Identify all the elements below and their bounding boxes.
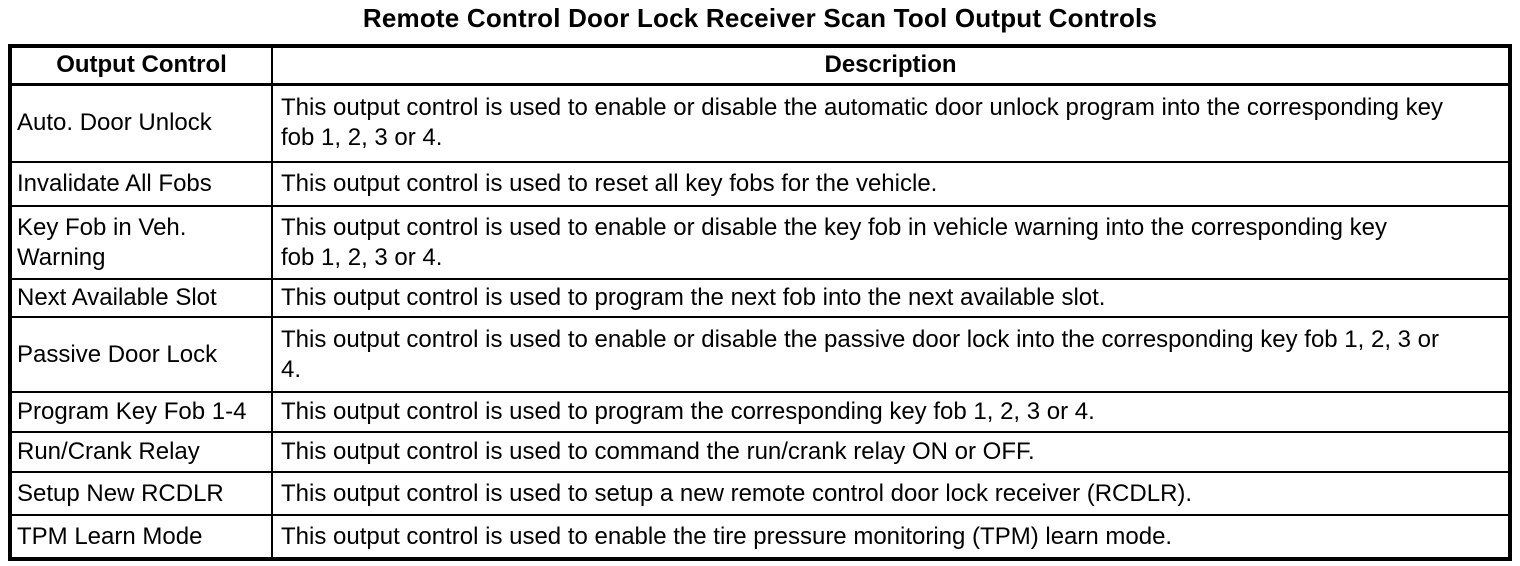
table-row: Auto. Door Unlock This output control is… xyxy=(9,83,1511,163)
output-control-cell: Invalidate All Fobs xyxy=(9,161,273,207)
table-row: TPM Learn Mode This output control is us… xyxy=(9,514,1511,560)
table-row: Program Key Fob 1-4 This output control … xyxy=(9,391,1511,433)
output-control-cell: Key Fob in Veh. Warning xyxy=(9,205,273,280)
description-cell: This output control is used to command t… xyxy=(271,431,1511,473)
output-control-cell: Next Available Slot xyxy=(9,278,273,318)
page-title: Remote Control Door Lock Receiver Scan T… xyxy=(362,3,1158,33)
output-control-cell: Passive Door Lock xyxy=(9,316,273,393)
description-cell: This output control is used to enable th… xyxy=(271,514,1511,560)
table-row: Invalidate All Fobs This output control … xyxy=(9,161,1511,207)
column-header-output-control: Output Control xyxy=(9,45,273,86)
output-control-cell: Program Key Fob 1-4 xyxy=(9,391,273,433)
output-controls-table: Output Control Description Auto. Door Un… xyxy=(8,44,1512,561)
table-row: Passive Door Lock This output control is… xyxy=(9,316,1511,393)
table-header-row: Output Control Description xyxy=(9,45,1511,86)
output-control-cell: TPM Learn Mode xyxy=(9,514,273,560)
description-cell: This output control is used to enable or… xyxy=(271,205,1511,280)
column-header-description: Description xyxy=(271,45,1511,86)
description-cell: This output control is used to setup a n… xyxy=(271,471,1511,516)
description-cell: This output control is used to enable or… xyxy=(271,83,1511,163)
table-row: Run/Crank Relay This output control is u… xyxy=(9,431,1511,473)
description-cell: This output control is used to program t… xyxy=(271,391,1511,433)
description-cell: This output control is used to program t… xyxy=(271,278,1511,318)
table-row: Setup New RCDLR This output control is u… xyxy=(9,471,1511,516)
table-row: Next Available Slot This output control … xyxy=(9,278,1511,318)
output-control-cell: Auto. Door Unlock xyxy=(9,83,273,163)
output-control-cell: Run/Crank Relay xyxy=(9,431,273,473)
table-row: Key Fob in Veh. Warning This output cont… xyxy=(9,205,1511,280)
description-cell: This output control is used to enable or… xyxy=(271,316,1511,393)
output-control-cell: Setup New RCDLR xyxy=(9,471,273,516)
description-cell: This output control is used to reset all… xyxy=(271,161,1511,207)
